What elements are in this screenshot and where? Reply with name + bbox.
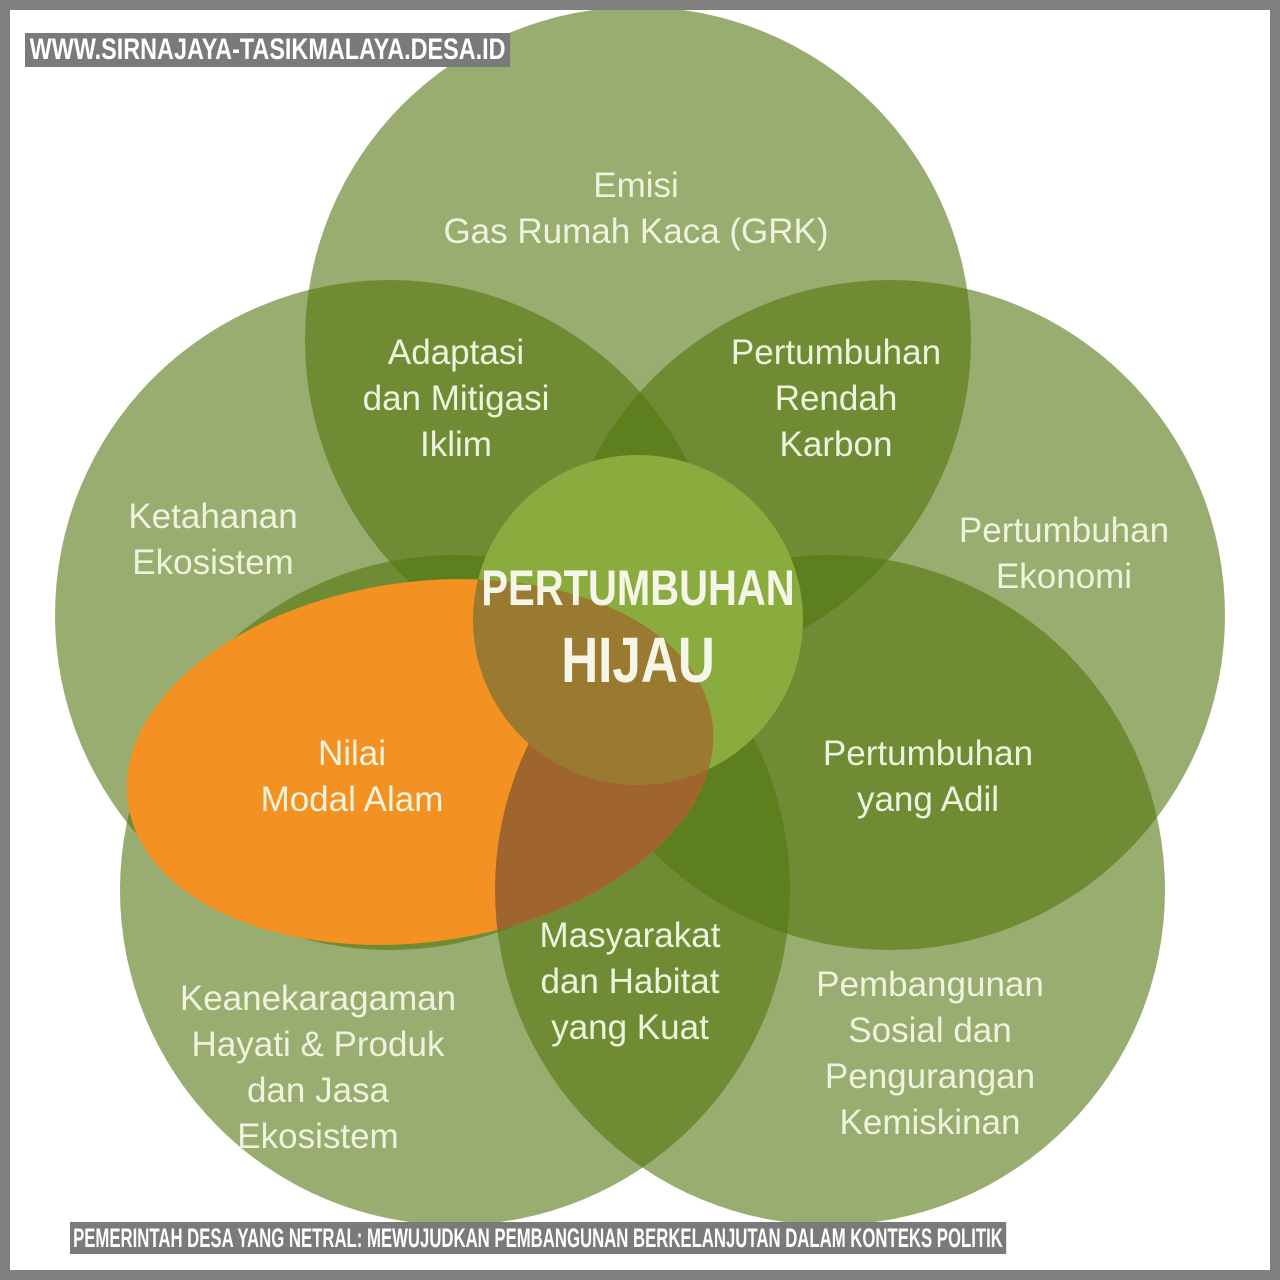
label-adil: Pertumbuhan yang Adil [822, 734, 1034, 819]
center-title-line1: PERTUMBUHAN [481, 560, 795, 616]
caption-banner: PEMERINTAH DESA YANG NETRAL: MEWUJUDKAN … [70, 1222, 1006, 1254]
orange-overlap-center [473, 579, 714, 785]
center-title-line2: HIJAU [561, 624, 715, 696]
watermark-banner: WWW.SIRNAJAYA-TASIKMALAYA.DESA.ID [25, 33, 511, 67]
label-nilai-modal: Nilai Modal Alam [260, 734, 444, 819]
label-keanekaragaman: Keanekaragaman Hayati & Produk dan Jasa … [179, 979, 457, 1156]
label-emisi: Emisi Gas Rumah Kaca (GRK) [443, 166, 829, 251]
label-sosial: Pembangunan Sosial dan Pengurangan Kemis… [816, 965, 1044, 1142]
label-adaptasi: Adaptasi dan Mitigasi Iklim [362, 333, 550, 464]
venn-diagram [55, 10, 1225, 1225]
diagram-canvas [10, 10, 1270, 1270]
label-masyarakat: Masyarakat dan Habitat yang Kuat [539, 916, 721, 1047]
label-rendah-karbon: Pertumbuhan Rendah Karbon [730, 333, 942, 464]
label-ekonomi: Pertumbuhan Ekonomi [958, 511, 1170, 596]
label-ketahanan: Ketahanan Ekosistem [128, 497, 298, 582]
